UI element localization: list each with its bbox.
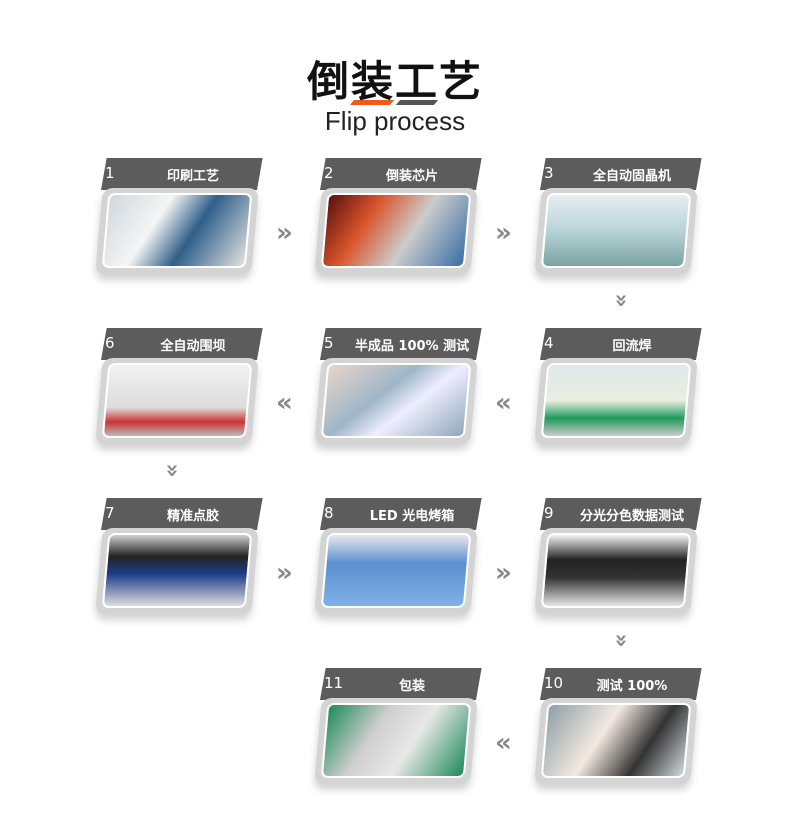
step-label: 包装 <box>398 679 425 694</box>
arrow-right-icon: » <box>276 218 293 248</box>
step-label: LED 光电烤箱 <box>369 509 455 524</box>
step-card-11: 11 包装 <box>314 668 486 793</box>
step-photo <box>540 363 692 438</box>
step-photo-frame <box>314 188 478 274</box>
step-card-1: 1 印刷工艺 <box>95 158 267 283</box>
step-photo <box>320 703 472 778</box>
step-photo-frame <box>95 528 259 614</box>
step-label: 全自动围坝 <box>160 339 226 354</box>
step-photo <box>101 193 253 268</box>
step-card-8: 8 LED 光电烤箱 <box>314 498 486 623</box>
step-photo-frame <box>95 188 259 274</box>
step-photo <box>320 533 472 608</box>
step-card-10: 10 测试 100% <box>534 668 706 793</box>
step-number: 6 <box>105 334 115 352</box>
arrow-left-icon: « <box>495 728 512 758</box>
step-photo-frame <box>95 358 259 444</box>
arrow-left-icon: « <box>276 388 293 418</box>
step-number: 11 <box>324 674 344 692</box>
step-card-3: 3 全自动固晶机 <box>534 158 706 283</box>
accent-bar-dark <box>395 100 439 105</box>
step-number: 10 <box>544 674 564 692</box>
step-photo <box>540 193 692 268</box>
step-photo-frame <box>534 358 698 444</box>
step-label: 精准点胶 <box>166 509 219 524</box>
arrow-down-icon: » <box>159 463 185 478</box>
page-subtitle: Flip process <box>324 106 466 136</box>
step-number: 8 <box>324 504 334 522</box>
arrow-right-icon: » <box>276 558 293 588</box>
step-number: 5 <box>324 334 334 352</box>
step-label: 回流焊 <box>612 339 652 354</box>
step-card-5: 5 半成品 100% 测试 <box>314 328 486 453</box>
step-label: 全自动固晶机 <box>592 169 671 184</box>
step-label: 测试 100% <box>596 679 668 694</box>
step-photo <box>540 703 692 778</box>
step-number: 2 <box>324 164 334 182</box>
arrow-right-icon: » <box>495 558 512 588</box>
step-photo-frame <box>534 528 698 614</box>
step-number: 1 <box>105 164 115 182</box>
step-number: 3 <box>544 164 554 182</box>
arrow-right-icon: » <box>495 218 512 248</box>
step-label: 印刷工艺 <box>166 169 219 184</box>
step-photo-frame <box>314 528 478 614</box>
step-label: 半成品 100% 测试 <box>354 339 470 354</box>
step-card-2: 2 倒装芯片 <box>314 158 486 283</box>
step-photo-frame <box>314 358 478 444</box>
step-photo-frame <box>534 698 698 784</box>
step-card-6: 6 全自动围坝 <box>95 328 267 453</box>
arrow-down-icon: » <box>608 293 634 308</box>
page-title: 倒装工艺 <box>306 57 483 106</box>
step-photo <box>320 193 472 268</box>
step-label: 倒装芯片 <box>385 169 438 184</box>
accent-bar <box>349 100 395 105</box>
arrow-down-icon: » <box>608 633 634 648</box>
step-photo-frame <box>534 188 698 274</box>
step-label: 分光分色数据测试 <box>579 509 684 524</box>
step-photo <box>540 533 692 608</box>
step-photo-frame <box>314 698 478 784</box>
step-photo <box>320 363 472 438</box>
step-number: 4 <box>544 334 554 352</box>
step-number: 9 <box>544 504 554 522</box>
step-card-7: 7 精准点胶 <box>95 498 267 623</box>
arrow-left-icon: « <box>495 388 512 418</box>
step-photo <box>101 533 253 608</box>
step-card-4: 4 回流焊 <box>534 328 706 453</box>
step-card-9: 9 分光分色数据测试 <box>534 498 706 623</box>
step-photo <box>101 363 253 438</box>
step-number: 7 <box>105 504 115 522</box>
